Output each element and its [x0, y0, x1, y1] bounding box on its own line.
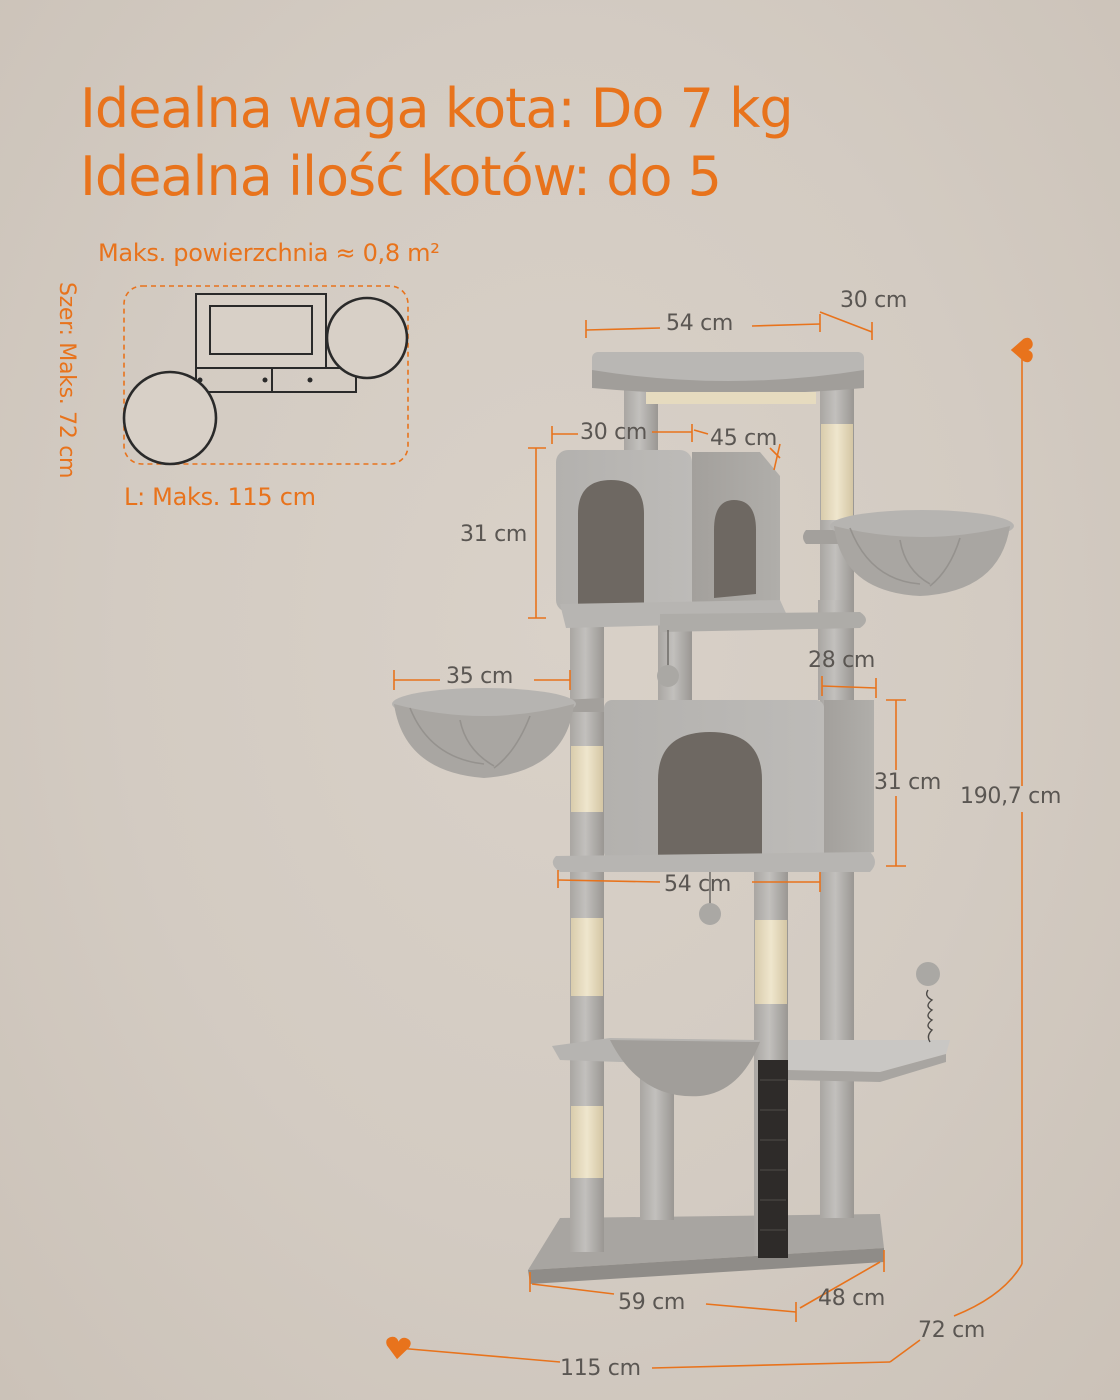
- upper-condo-door-front: [578, 480, 644, 604]
- footprint-diagram: [122, 285, 409, 466]
- pompom-ball-spring: [916, 962, 940, 986]
- dim-upper-condo-depth: 30 cm: [580, 420, 648, 445]
- cat-weight-headline: Idealna waga kota: Do 7 kg: [80, 77, 794, 140]
- basket-left-rim: [392, 688, 576, 720]
- dim-upper-condo-width: 45 cm: [710, 426, 778, 451]
- post-lower-right: [820, 866, 854, 1056]
- sisal-4: [755, 920, 787, 1004]
- dim-side-depth: 28 cm: [808, 648, 876, 673]
- dim-mid-width: 54 cm: [664, 872, 732, 897]
- footprint-boundary: [123, 285, 409, 465]
- upper-condo-door-side: [714, 500, 756, 598]
- dim-upper-condo-height: 31 cm: [460, 522, 528, 547]
- footprint-basket-right: [325, 296, 409, 380]
- pompom-ball-upper: [657, 665, 679, 687]
- top-platform-underside: [646, 392, 816, 404]
- cat-tree: [392, 352, 1014, 1284]
- pompom-ball-lower: [699, 903, 721, 925]
- lower-condo-side: [824, 700, 874, 860]
- base-top: [528, 1214, 884, 1270]
- dim-base-width: 59 cm: [618, 1290, 686, 1315]
- upper-condo-ledge: [660, 612, 866, 632]
- dim-lower-condo-height: 31 cm: [874, 770, 942, 795]
- grooming-brush: [758, 1060, 788, 1258]
- dim-basket-diameter: 35 cm: [446, 664, 514, 689]
- hammock: [610, 1040, 760, 1097]
- spring-toy: [925, 989, 934, 1043]
- cat-count-headline: Idealna ilość kotów: do 5: [80, 145, 722, 208]
- footprint-base: [195, 367, 357, 393]
- sisal-back-right: [821, 424, 853, 520]
- sisal-2: [571, 918, 603, 996]
- basket-left-bowl: [394, 704, 574, 778]
- footprint-area-label: Maks. powierzchnia ≈ 0,8 m²: [98, 239, 440, 267]
- sisal-3: [571, 1106, 603, 1178]
- dim-top-width: 54 cm: [666, 311, 734, 336]
- footprint-length-label: L: Maks. 115 cm: [124, 483, 316, 511]
- side-platform: [788, 1040, 950, 1072]
- dim-top-depth: 30 cm: [840, 288, 908, 313]
- dim-base-depth: 48 cm: [818, 1286, 886, 1311]
- footprint-condo: [209, 305, 313, 355]
- dimension-lines: [386, 311, 1033, 1369]
- dim-total-height: 190,7 cm: [960, 784, 1062, 809]
- basket-upper-right-bowl: [834, 526, 1010, 596]
- footprint-width-label: Szer: Maks. 72 cm: [54, 282, 79, 479]
- dim-footprint-length: 115 cm: [560, 1356, 641, 1381]
- base-front: [528, 1248, 884, 1284]
- dim-footprint-width: 72 cm: [918, 1318, 986, 1343]
- footprint-basket-left: [122, 370, 218, 466]
- sisal-1: [571, 746, 603, 812]
- lower-condo-floor: [552, 852, 875, 872]
- lower-condo-door: [658, 732, 762, 856]
